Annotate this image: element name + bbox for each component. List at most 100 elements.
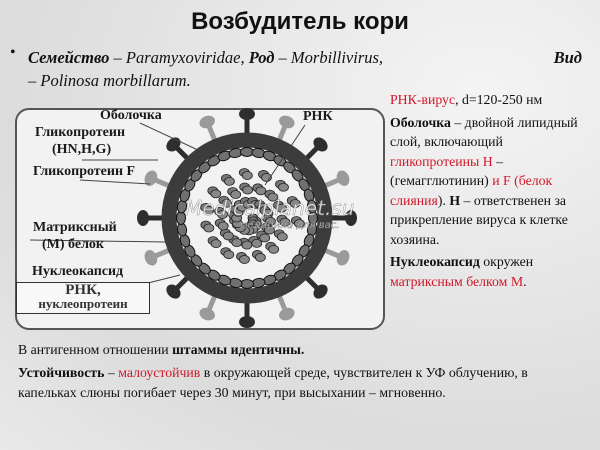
capsomer bbox=[241, 171, 253, 180]
text: в окружающей среде, чувствителен к УФ об… bbox=[18, 365, 528, 400]
spike-head bbox=[336, 170, 350, 186]
nucleocapsid-description: Нуклеокапсид окружен матриксным белком М… bbox=[390, 252, 595, 291]
size-text: , d=120-250 нм bbox=[455, 92, 543, 107]
taxonomy-line: Семейство – Paramyxoviridae, Род – Morbi… bbox=[28, 46, 588, 92]
spike-head bbox=[279, 307, 295, 321]
label-nucleocapsid: Нуклеокапсид bbox=[32, 264, 124, 279]
capsomer bbox=[241, 240, 253, 250]
spike-head bbox=[239, 108, 255, 120]
spike-head bbox=[137, 210, 149, 226]
rna-nucleoprotein-box: РНК, нуклеопротеин bbox=[16, 282, 150, 314]
slide-title: Возбудитель кори bbox=[191, 8, 409, 35]
envelope-term: Оболочка bbox=[390, 114, 451, 130]
nucleocapsid-term: Нуклеокапсид bbox=[390, 254, 480, 269]
text: окружен bbox=[479, 254, 534, 269]
text: ). bbox=[437, 192, 450, 208]
label-envelope: Оболочка bbox=[100, 108, 162, 123]
capsomer bbox=[276, 232, 288, 242]
text: – ответственен за прикрепление вируса к … bbox=[390, 192, 568, 247]
resistance-term: Устойчивость bbox=[18, 365, 105, 380]
bottom-text: В антигенном отношении штаммы идентичны.… bbox=[18, 340, 588, 406]
spike-head bbox=[239, 316, 255, 328]
capsomer bbox=[276, 203, 287, 213]
family-value: – Paramyxoviridae, bbox=[113, 48, 245, 67]
nucleocapsid-spiral bbox=[200, 168, 305, 264]
capsomer bbox=[268, 244, 280, 254]
pointer-nucleocapsid bbox=[147, 274, 181, 284]
capsomer bbox=[224, 176, 235, 186]
spike-head bbox=[144, 170, 158, 186]
spike-head bbox=[345, 210, 357, 226]
spike-head bbox=[336, 250, 350, 266]
capsomer bbox=[203, 205, 215, 215]
capsomer bbox=[279, 217, 291, 227]
genus-value: – Morbillivirus, bbox=[278, 48, 384, 67]
strains-identical: штаммы идентичны. bbox=[172, 342, 305, 357]
spike-head bbox=[166, 137, 181, 152]
capsomer bbox=[221, 198, 233, 208]
capsomer bbox=[239, 255, 250, 264]
capsomer bbox=[267, 192, 279, 202]
pointer-rna bbox=[264, 124, 306, 186]
envelope-ring bbox=[161, 132, 333, 304]
low-resistance-term: малоустойчив bbox=[118, 365, 201, 380]
label-rna: РНК bbox=[303, 109, 333, 124]
capsomer bbox=[203, 223, 215, 233]
capsomer bbox=[254, 253, 266, 262]
capsomer bbox=[289, 199, 301, 208]
box-line1: РНК, bbox=[65, 282, 101, 298]
spike-head bbox=[279, 115, 295, 129]
capsomer bbox=[210, 189, 222, 199]
spike-head bbox=[313, 284, 328, 299]
pointer-glyco-f bbox=[79, 179, 151, 185]
capsomer bbox=[231, 238, 243, 248]
capsomer bbox=[230, 190, 242, 199]
spike-head bbox=[313, 137, 328, 152]
capsomer bbox=[223, 250, 235, 260]
pointer-matrix bbox=[29, 239, 166, 243]
rna-virus-text: РНК-вирус bbox=[390, 92, 456, 107]
glycoprotein-spikes bbox=[137, 108, 357, 328]
text: . bbox=[523, 273, 527, 289]
label-matrix-m: (М) белок bbox=[42, 237, 104, 252]
spike-head bbox=[199, 307, 215, 321]
text: В антигенном отношении bbox=[18, 342, 173, 357]
matrix-protein bbox=[306, 199, 318, 214]
label-matrix: Матриксный bbox=[33, 220, 117, 235]
spike-head bbox=[199, 115, 215, 129]
capsomer bbox=[217, 221, 229, 231]
text: – двойной липидный слой, включающий bbox=[390, 114, 578, 150]
capsomer bbox=[251, 238, 263, 248]
capsomer bbox=[294, 219, 305, 228]
text: – bbox=[104, 365, 119, 380]
text: – (гемагглютинин) bbox=[390, 153, 504, 189]
species-value: – Polinosa morbillarum. bbox=[28, 71, 191, 90]
matrix-protein-term: матриксным белком М bbox=[390, 273, 524, 289]
family-label: Семейство bbox=[28, 48, 110, 67]
fusion-protein-term: и F (белок слияния bbox=[390, 173, 553, 208]
label-glycoprotein-hng: (HN,H,G) bbox=[52, 142, 112, 157]
h-term: H bbox=[449, 192, 461, 208]
capsomer bbox=[278, 182, 289, 192]
virus-size: РНК-вирус, d=120-250 нм bbox=[390, 90, 595, 110]
label-glycoprotein: Гликопротеин bbox=[35, 125, 126, 140]
box-line2: нуклеопротеин bbox=[38, 296, 128, 311]
glycoproteins-term: гликопротеины H bbox=[390, 153, 493, 169]
envelope-description: Оболочка – двойной липидный слой, включа… bbox=[390, 113, 595, 250]
capsomer bbox=[210, 239, 222, 249]
antigen-paragraph: В антигенном отношении штаммы идентичны. bbox=[18, 340, 588, 360]
spike-head bbox=[166, 284, 181, 299]
resistance-paragraph: Устойчивость – малоустойчив в окружающей… bbox=[18, 363, 588, 403]
capsomer bbox=[264, 225, 275, 235]
species-label: Вид bbox=[553, 48, 582, 67]
pointer-envelope bbox=[139, 122, 199, 151]
capsomer bbox=[242, 185, 254, 195]
capsomer bbox=[255, 186, 267, 196]
capsomer bbox=[259, 233, 271, 243]
pointer-lines bbox=[29, 122, 306, 284]
capsomer bbox=[222, 231, 234, 241]
matrix-protein-layer bbox=[176, 147, 318, 289]
capsomer bbox=[217, 210, 228, 219]
spike-head bbox=[144, 250, 158, 266]
